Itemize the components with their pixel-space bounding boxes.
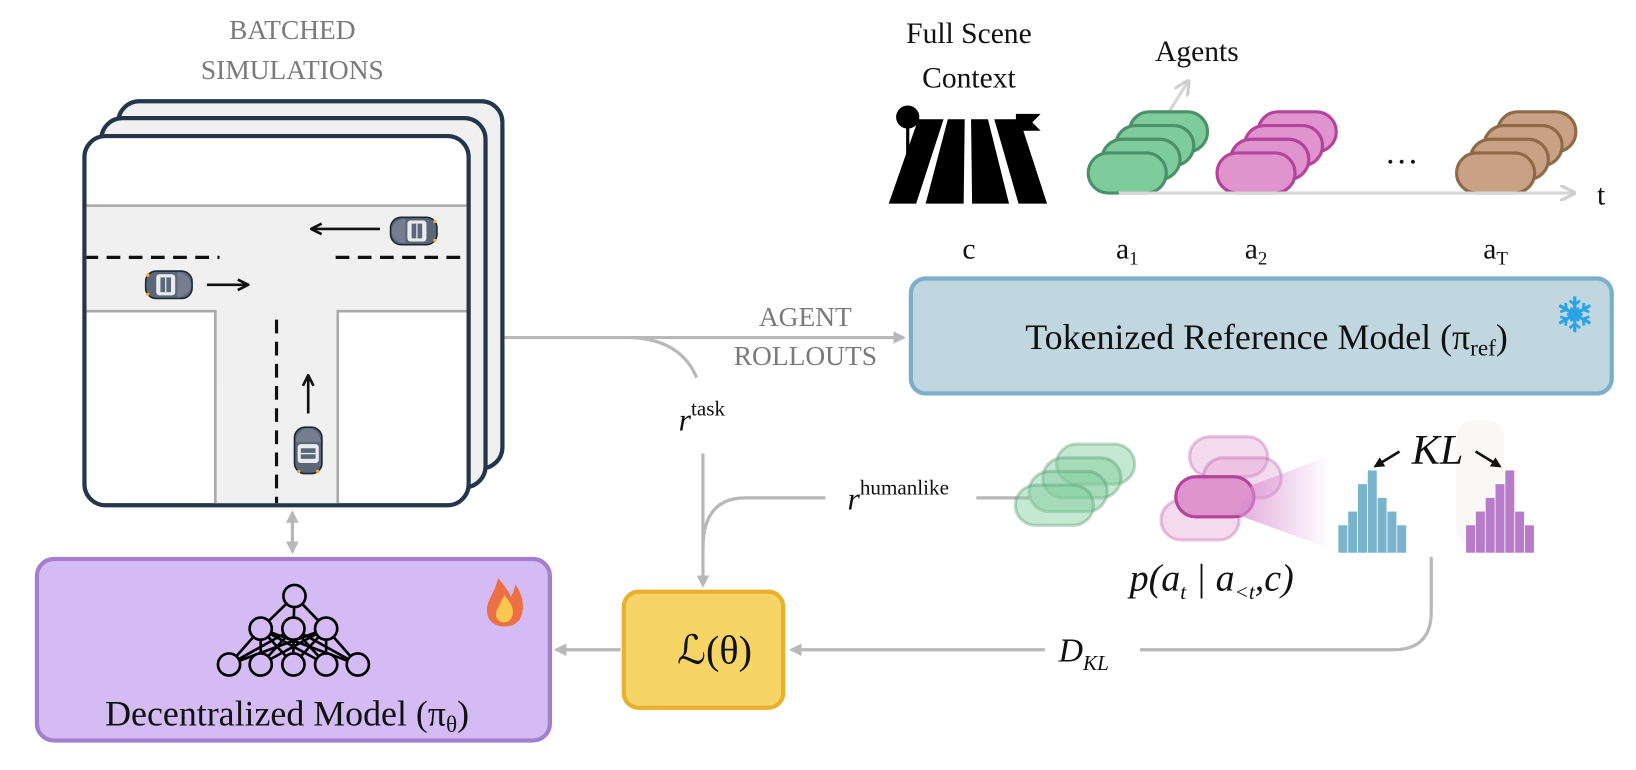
kl-arrow-left <box>1375 451 1399 466</box>
histogram-bar <box>1505 470 1514 552</box>
network-node <box>282 618 304 640</box>
task-reward-branch <box>631 338 696 378</box>
task-reward-label: rtask <box>679 397 726 438</box>
histogram-bar <box>1486 498 1495 553</box>
humanlike-reward-line <box>703 498 825 549</box>
decentralized-model-box[interactable]: Decentralized Model (πθ) <box>37 559 550 740</box>
conditional-probability-formula: p(at | a<t,c) <box>1127 558 1294 604</box>
histogram-bar <box>1368 470 1377 552</box>
histogram-bar <box>1515 512 1524 553</box>
histogram-bar <box>1397 525 1406 552</box>
agent-labels: a1 a2 aT <box>1116 233 1508 269</box>
reference-histogram <box>1338 470 1406 552</box>
histogram-bar <box>1358 484 1367 553</box>
network-node <box>282 653 304 675</box>
reference-model-label: Tokenized Reference Model (πref) <box>1025 317 1508 361</box>
histogram-bar <box>1476 512 1485 553</box>
simulations-title-line1: BATCHED <box>229 15 355 45</box>
histogram-bar <box>1466 525 1475 552</box>
histogram-bar <box>1496 484 1505 553</box>
agent-token <box>1088 153 1166 193</box>
context-label: c <box>962 233 975 265</box>
agents-axis-label: Agents <box>1155 36 1239 68</box>
loss-label: ℒ(θ) <box>677 627 752 672</box>
faded-agent-token <box>1015 485 1093 525</box>
agent-label-2: a2 <box>1245 233 1268 269</box>
histogram-bar <box>1387 512 1396 553</box>
context-title-line1: Full Scene <box>906 18 1032 50</box>
agent-label-3: aT <box>1483 233 1508 269</box>
loss-box[interactable]: ℒ(θ) <box>624 592 783 708</box>
network-node <box>347 653 369 675</box>
kl-label: KL <box>1411 427 1464 474</box>
agent-label-1: a1 <box>1116 233 1139 269</box>
histogram-bar <box>1378 498 1387 553</box>
simulation-stack <box>84 101 502 509</box>
network-node <box>315 653 337 675</box>
agent-token <box>1457 153 1535 193</box>
network-node <box>250 618 272 640</box>
agent-token <box>1217 153 1295 193</box>
rollouts-label-line1: AGENT <box>759 302 852 332</box>
simulation-card-front <box>84 136 468 509</box>
agent-token-groups <box>1088 112 1576 193</box>
time-axis-label: t <box>1597 180 1606 212</box>
agent-token-stack-3 <box>1457 112 1576 193</box>
context-title-line2: Context <box>922 63 1016 95</box>
decentralized-model-label: Decentralized Model (πθ) <box>105 694 469 738</box>
histogram-bar <box>1348 512 1357 553</box>
network-node <box>250 653 272 675</box>
rollouts-label-line2: ROLLOUTS <box>734 341 877 371</box>
reference-model-box[interactable]: Tokenized Reference Model (πref) <box>911 278 1612 393</box>
agent-token-stack-1 <box>1088 112 1207 193</box>
humanlike-reward-label: rhumanlike <box>848 476 949 517</box>
network-node <box>283 585 305 607</box>
simulations-title-line2: SIMULATIONS <box>201 55 384 85</box>
network-node <box>218 653 240 675</box>
agent-token-stack-2 <box>1217 112 1336 193</box>
road-scene-icon <box>889 105 1047 203</box>
ellipsis: … <box>1385 135 1419 172</box>
evaluated-rollout-tokens <box>1015 437 1281 540</box>
histogram-bar <box>1338 525 1347 552</box>
histogram-bar <box>1525 525 1534 552</box>
network-node <box>315 618 337 640</box>
dkl-label: DKL <box>1058 632 1109 674</box>
